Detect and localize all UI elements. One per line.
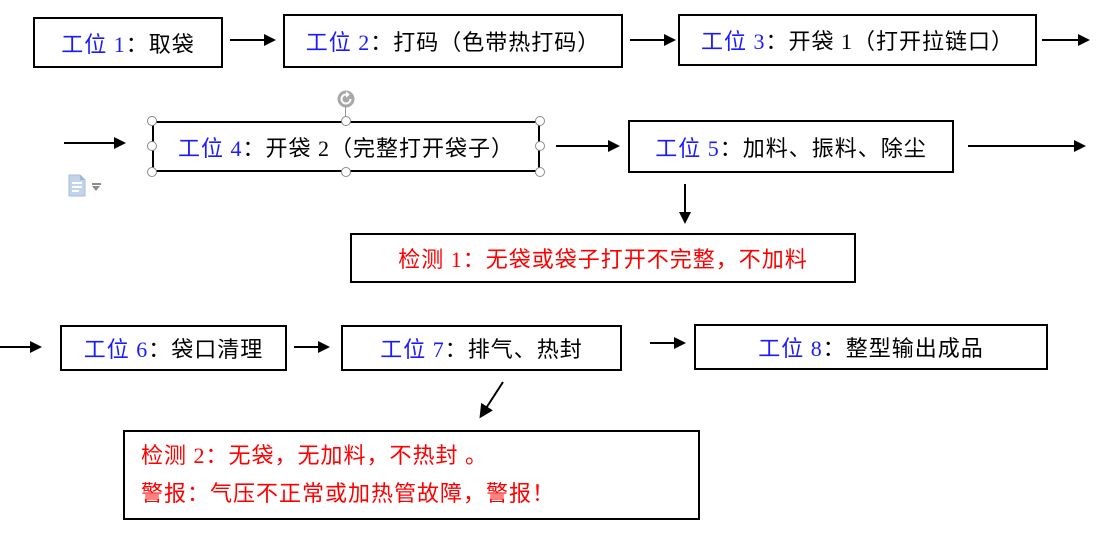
selection-handle-top-left[interactable] xyxy=(147,116,157,126)
flow-arrow-7[interactable] xyxy=(0,341,42,353)
flow-arrow-3[interactable] xyxy=(1042,34,1090,46)
station-box-8[interactable]: 工位 8：整型输出成品 xyxy=(694,324,1048,370)
selection-handle-mid-right[interactable] xyxy=(535,141,545,151)
selection-handle-top-right[interactable] xyxy=(535,116,545,126)
flow-arrow-6[interactable] xyxy=(968,140,1086,152)
detection-box-1[interactable]: 检测 1：无袋或袋子打开不完整，不加料 xyxy=(350,233,856,283)
flow-arrow-1[interactable] xyxy=(230,34,276,46)
dropdown-arrow-icon[interactable] xyxy=(92,183,101,185)
selection-handle-mid-left[interactable] xyxy=(147,141,157,151)
rotation-handle-icon[interactable] xyxy=(337,90,355,108)
station-box-7[interactable]: 工位 7：排气、热封 xyxy=(341,325,622,371)
station-3-label: 工位 3 xyxy=(700,29,766,54)
selection-handle-bottom-right[interactable] xyxy=(535,167,545,177)
station-2-label: 工位 2 xyxy=(305,30,371,55)
station-6-label: 工位 6 xyxy=(83,337,149,362)
station-7-text: ：排气、热封 xyxy=(444,337,583,362)
station-5-text: ：加料、振料、除尘 xyxy=(719,135,927,161)
station-box-4[interactable]: 工位 4：开袋 2（完整打开袋子） xyxy=(152,121,540,172)
station-box-1[interactable]: 工位 1：取袋 xyxy=(33,17,223,68)
flow-arrow-5[interactable] xyxy=(556,140,620,152)
paste-options-icon[interactable] xyxy=(67,174,87,197)
station-4-label: 工位 4 xyxy=(177,135,243,161)
station-box-3[interactable]: 工位 3：开袋 1（打开拉链口） xyxy=(678,14,1037,66)
station-5-label: 工位 5 xyxy=(655,135,720,161)
station-2-text: ：打码（色带热打码） xyxy=(370,30,601,55)
station-box-6[interactable]: 工位 6：袋口清理 xyxy=(60,325,287,371)
detection-2-line-1: 检测 2：无袋，无加料，不热封 。 xyxy=(141,443,489,468)
station-3-text: ：开袋 1（打开拉链口） xyxy=(765,29,1015,54)
rotation-handle-connector xyxy=(345,107,346,117)
detection-1-text: 检测 1：无袋或袋子打开不完整，不加料 xyxy=(398,247,808,272)
station-6-text: ：袋口清理 xyxy=(148,337,264,362)
flow-arrow-2[interactable] xyxy=(630,34,676,46)
dropdown-arrow-tip[interactable] xyxy=(92,186,100,191)
selection-handle-top-mid[interactable] xyxy=(341,116,351,126)
station-8-text: ：整型输出成品 xyxy=(822,336,984,361)
flow-arrow-4[interactable] xyxy=(64,137,126,149)
station-8-label: 工位 8 xyxy=(758,336,823,361)
station-box-2[interactable]: 工位 2：打码（色带热打码） xyxy=(283,14,623,68)
flow-arrow-down-1[interactable] xyxy=(679,184,691,224)
flow-arrow-9[interactable] xyxy=(650,337,686,349)
station-1-text: ：取袋 xyxy=(125,31,195,57)
station-box-5[interactable]: 工位 5：加料、振料、除尘 xyxy=(628,120,954,173)
selection-handle-bottom-mid[interactable] xyxy=(341,167,351,177)
detection-box-2[interactable]: 检测 2：无袋，无加料，不热封 。 警报：气压不正常或加热管故障，警报！ xyxy=(123,430,700,520)
selection-handle-bottom-left[interactable] xyxy=(147,167,157,177)
flow-arrow-diagonal[interactable] xyxy=(465,376,515,426)
station-4-text: ：开袋 2（完整打开袋子） xyxy=(242,135,515,161)
station-1-label: 工位 1 xyxy=(61,31,126,57)
flow-arrow-8[interactable] xyxy=(294,341,330,353)
station-7-label: 工位 7 xyxy=(380,337,445,362)
detection-2-line-2: 警报：气压不正常或加热管故障，警报！ xyxy=(141,481,556,506)
